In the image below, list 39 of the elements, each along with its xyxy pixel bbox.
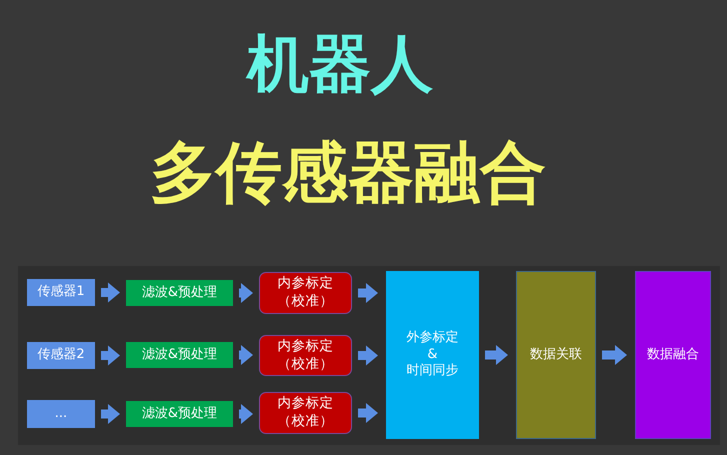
process-box <box>126 280 233 306</box>
process-box <box>126 342 233 368</box>
process-box <box>126 401 233 427</box>
node-label: 内参标定（校准） <box>276 275 334 311</box>
sensor-box <box>27 400 95 428</box>
sensor-box <box>27 279 95 306</box>
node-label: 滤波&预处理 <box>142 284 218 302</box>
arrow <box>485 345 508 365</box>
arrow <box>239 345 253 365</box>
node-label: & <box>427 346 438 364</box>
arrow <box>358 283 378 303</box>
node-label: 外参标定 <box>406 330 458 347</box>
arrow <box>358 403 378 423</box>
process-box <box>516 271 596 439</box>
subtitle: 多传感器融合 <box>149 133 547 213</box>
arrow <box>101 404 120 424</box>
calibration-box <box>259 272 352 314</box>
sensor-box <box>27 342 95 369</box>
node-label: 数据融合 <box>647 346 699 364</box>
node-label: 时间同步 <box>406 363 458 380</box>
node-label: 传感器1 <box>37 284 85 301</box>
arrow <box>101 282 120 302</box>
title: 机器人 <box>244 26 434 102</box>
calibration-box <box>259 392 352 434</box>
node-label: ... <box>54 406 68 422</box>
process-box <box>635 271 711 439</box>
node-label: 传感器2 <box>37 347 85 364</box>
arrow <box>602 345 627 365</box>
node-label: 内参标定（校准） <box>276 395 334 431</box>
calibration-box <box>259 335 352 376</box>
node-label: 内参标定（校准） <box>276 338 334 374</box>
arrow <box>358 346 378 366</box>
arrow <box>101 346 120 366</box>
node-label: 滤波&预处理 <box>142 346 218 364</box>
node-label: 数据关联 <box>530 346 582 364</box>
node-label: 滤波&预处理 <box>142 406 218 422</box>
arrow <box>239 404 253 424</box>
arrow <box>239 283 253 303</box>
process-box <box>386 271 479 439</box>
